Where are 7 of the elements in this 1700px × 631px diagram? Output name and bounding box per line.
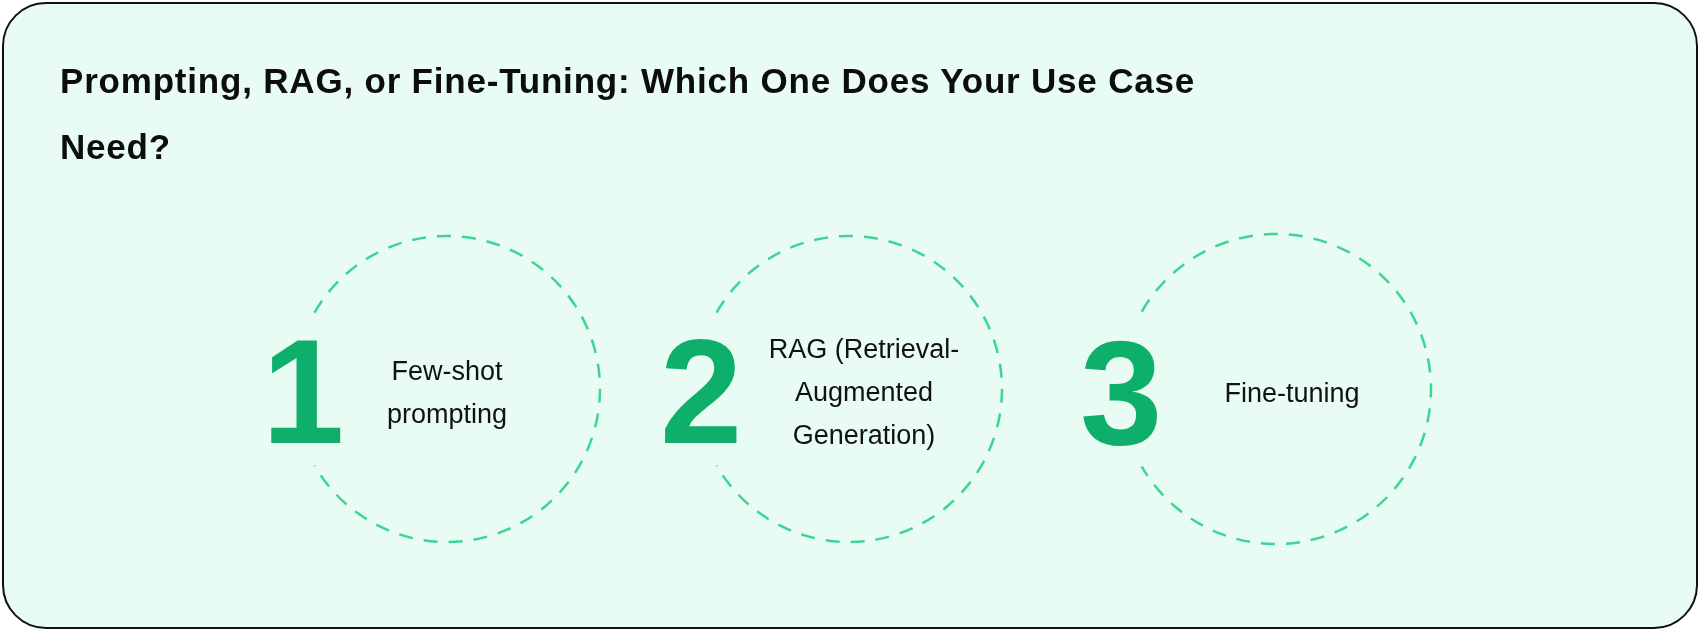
step-label: Few-shot prompting	[385, 355, 509, 431]
step-number: 2	[660, 337, 743, 447]
step-number: 3	[1080, 338, 1163, 448]
step-number: 1	[262, 337, 345, 447]
diagram-title: Prompting, RAG, or Fine-Tuning: Which One Does Your Use Case Need?	[60, 60, 1197, 168]
step-label: Fine-tuning	[1223, 376, 1361, 410]
step-label: RAG (Retrieval-Augmented Generation)	[767, 332, 961, 452]
